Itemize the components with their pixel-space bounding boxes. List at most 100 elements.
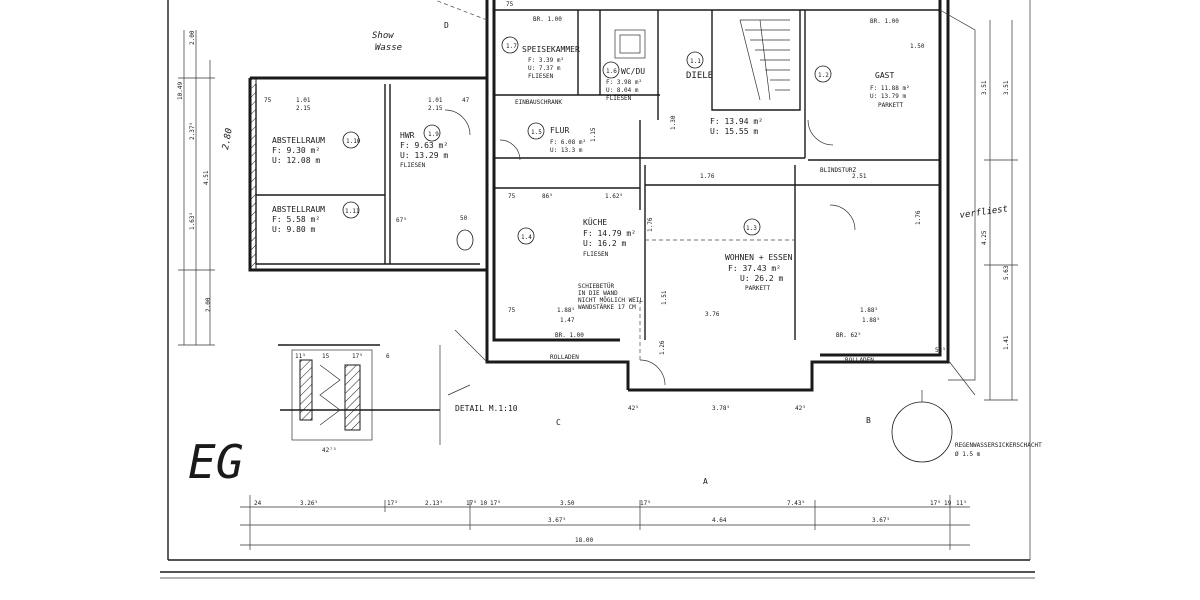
svg-text:ROLLADEN: ROLLADEN xyxy=(845,357,874,364)
svg-text:10.49: 10.49 xyxy=(177,82,184,100)
section-marker-b: B xyxy=(866,416,871,425)
svg-text:1.11: 1.11 xyxy=(345,208,360,215)
svg-text:1.88⁵: 1.88⁵ xyxy=(557,307,575,314)
svg-text:1.63⁵: 1.63⁵ xyxy=(189,212,196,230)
svg-text:1.3: 1.3 xyxy=(746,225,757,232)
svg-text:PARKETT: PARKETT xyxy=(745,285,771,292)
svg-text:2.00: 2.00 xyxy=(189,30,196,45)
svg-text:1.41: 1.41 xyxy=(1003,335,1010,350)
staircase xyxy=(739,19,790,101)
room-area: F: 3.39 m² xyxy=(528,57,564,64)
svg-text:BLINDSTURZ: BLINDSTURZ xyxy=(820,167,857,174)
svg-text:KÜCHE: KÜCHE xyxy=(583,217,607,227)
svg-text:2.13⁵: 2.13⁵ xyxy=(425,500,443,507)
room-floor: FLIESEN xyxy=(528,73,554,80)
note-einbauschrank: EINBAUSCHRANK xyxy=(515,99,562,106)
svg-text:17⁵: 17⁵ xyxy=(352,353,363,360)
svg-text:1.50: 1.50 xyxy=(910,43,925,50)
note-detail: DETAIL M.1:10 xyxy=(455,404,518,413)
room-label-speisekammer: 1.7 SPEISEKAMMER F: 3.39 m² U: 7.37 m FL… xyxy=(506,43,580,80)
svg-text:2.15: 2.15 xyxy=(428,105,443,112)
svg-text:BR. 1.00: BR. 1.00 xyxy=(533,16,562,23)
svg-text:U: 13.29 m: U: 13.29 m xyxy=(400,151,448,160)
sheet-frame xyxy=(160,0,1035,579)
interior-walls xyxy=(256,9,940,340)
svg-text:1.47: 1.47 xyxy=(560,317,575,324)
svg-text:Ø 1.5 m: Ø 1.5 m xyxy=(955,451,981,458)
svg-text:11⁵: 11⁵ xyxy=(956,500,967,507)
svg-text:47: 47 xyxy=(462,97,470,104)
svg-text:FLUR: FLUR xyxy=(550,126,569,135)
svg-text:DIELE: DIELE xyxy=(686,71,713,81)
svg-text:1.15: 1.15 xyxy=(590,127,597,142)
svg-text:17⁵: 17⁵ xyxy=(490,500,501,507)
svg-text:1.26: 1.26 xyxy=(659,340,666,355)
svg-text:3.67⁵: 3.67⁵ xyxy=(548,517,566,524)
svg-text:ROLLADEN: ROLLADEN xyxy=(550,354,579,361)
svg-text:52⁵: 52⁵ xyxy=(935,347,946,354)
svg-text:WOHNEN + ESSEN: WOHNEN + ESSEN xyxy=(725,253,793,262)
bottom-dimension-chain xyxy=(240,495,970,550)
svg-text:1.88⁵: 1.88⁵ xyxy=(860,307,878,314)
svg-text:1.88⁵: 1.88⁵ xyxy=(862,317,880,324)
svg-text:3.26⁵: 3.26⁵ xyxy=(300,500,318,507)
svg-text:1.76: 1.76 xyxy=(915,210,922,225)
svg-text:42⁷⁵: 42⁷⁵ xyxy=(322,447,336,454)
svg-text:Show: Show xyxy=(372,31,394,41)
room-label-abstellraum-2: 1.11 ABSTELLRAUM F: 5.58 m² U: 9.80 m xyxy=(272,205,360,234)
svg-text:2.51: 2.51 xyxy=(852,173,867,180)
svg-text:FLIESEN: FLIESEN xyxy=(583,251,609,258)
svg-text:3.51: 3.51 xyxy=(981,80,988,95)
svg-text:1.6: 1.6 xyxy=(606,68,617,75)
svg-text:42⁵: 42⁵ xyxy=(795,405,806,412)
svg-text:5.63: 5.63 xyxy=(1003,265,1010,280)
sanitary-fixtures xyxy=(456,29,646,251)
svg-text:19: 19 xyxy=(944,500,952,507)
svg-text:Wasse: Wasse xyxy=(375,43,402,53)
svg-text:1.10: 1.10 xyxy=(346,138,361,145)
left-dimension-labels: 10.49 2.00 2.37⁵ 4.51 1.63⁵ 2.00 xyxy=(177,30,212,312)
svg-text:50: 50 xyxy=(460,215,468,222)
svg-text:F: 11.88 m²: F: 11.88 m² xyxy=(870,85,910,92)
svg-text:REGENWASSERSICKERSCHACHT: REGENWASSERSICKERSCHACHT xyxy=(955,442,1042,449)
handwritten-floor-label: EG xyxy=(188,435,243,489)
section-marker-c: C xyxy=(556,418,561,427)
svg-text:F: 14.79 m²: F: 14.79 m² xyxy=(583,229,636,238)
svg-text:U: 8.04 m: U: 8.04 m xyxy=(606,87,639,94)
svg-text:2.80: 2.80 xyxy=(221,127,235,150)
section-marker-d: D xyxy=(444,21,449,30)
svg-text:ABSTELLRAUM: ABSTELLRAUM xyxy=(272,136,325,145)
svg-text:F: 3.98 m²: F: 3.98 m² xyxy=(606,79,642,86)
room-name: SPEISEKAMMER xyxy=(522,45,580,54)
svg-text:17⁵: 17⁵ xyxy=(640,500,651,507)
svg-text:PARKETT: PARKETT xyxy=(878,102,904,109)
svg-text:U: 13.3 m: U: 13.3 m xyxy=(550,147,583,154)
svg-text:10: 10 xyxy=(480,500,488,507)
svg-text:2.15: 2.15 xyxy=(296,105,311,112)
exterior-walls xyxy=(248,0,950,392)
svg-text:BR. 1.00: BR. 1.00 xyxy=(870,18,899,25)
room-label-diele: 1.1 DIELE F: 13.94 m² U: 15.55 m xyxy=(686,58,763,136)
svg-text:U: 15.55 m: U: 15.55 m xyxy=(710,127,758,136)
svg-text:1.76: 1.76 xyxy=(647,217,654,232)
svg-text:ABSTELLRAUM: ABSTELLRAUM xyxy=(272,205,325,214)
room-label-abstellraum-1: 1.10 ABSTELLRAUM F: 9.30 m² U: 12.08 m xyxy=(272,136,361,165)
svg-text:15: 15 xyxy=(322,353,330,360)
left-dimension-chain xyxy=(178,30,215,346)
room-perimeter: U: 7.37 m xyxy=(528,65,561,72)
wall-detail xyxy=(278,344,471,445)
svg-text:17⁵: 17⁵ xyxy=(930,500,941,507)
svg-text:3.51: 3.51 xyxy=(1003,80,1010,95)
bottom-dimension-labels: 24 3.26⁵ 17⁵ 2.13⁵ 17⁵ 10 17⁵ 3.50 17⁵ 7… xyxy=(254,500,967,544)
svg-text:GAST: GAST xyxy=(875,71,894,80)
svg-text:18.00: 18.00 xyxy=(575,537,593,544)
room-label-wc: 1.6 WC/DU F: 3.98 m² U: 8.04 m FLIESEN xyxy=(606,67,645,102)
svg-text:75: 75 xyxy=(508,307,516,314)
rainwater-shaft xyxy=(891,401,953,463)
svg-text:3.67⁵: 3.67⁵ xyxy=(872,517,890,524)
svg-text:IN DIE WAND: IN DIE WAND xyxy=(578,290,618,297)
svg-text:F: 37.43 m²: F: 37.43 m² xyxy=(728,264,781,273)
room-label-gast: 1.2 GAST F: 11.88 m² U: 13.79 m PARKETT xyxy=(818,71,910,109)
svg-text:F: 9.30 m²: F: 9.30 m² xyxy=(272,146,320,155)
